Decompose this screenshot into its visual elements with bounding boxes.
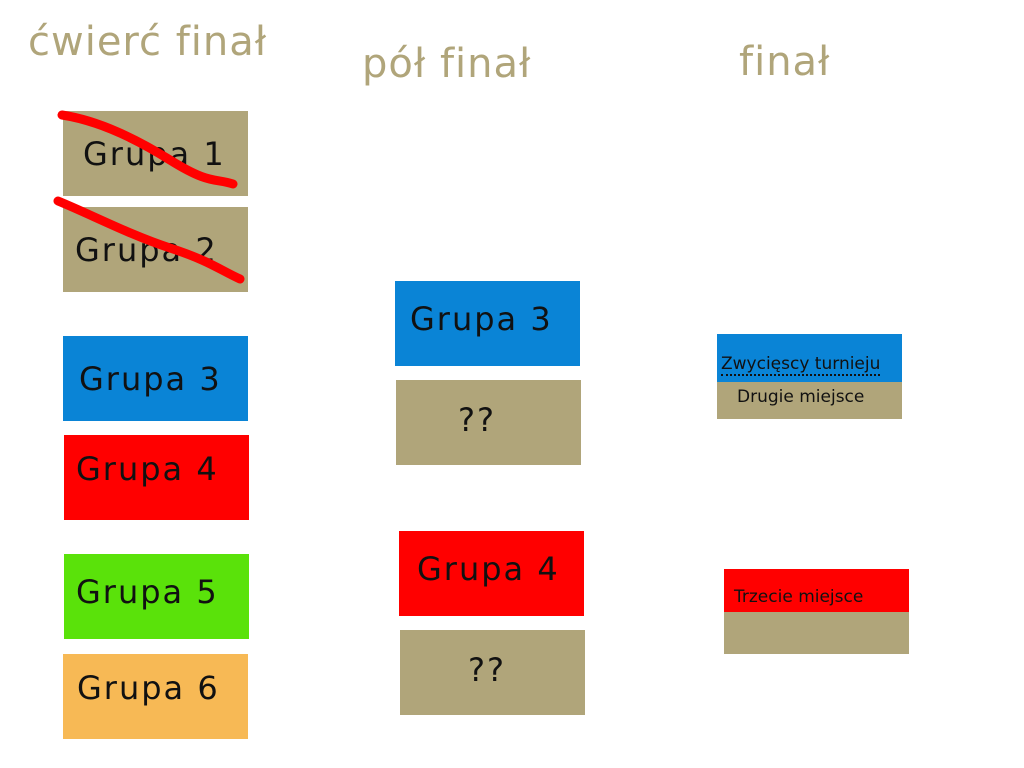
final-winner: Zwycięscy turnieju [717,334,902,382]
semi-slot-1: Grupa 3 [395,281,580,366]
third-place-header: Trzecie miejsce [724,569,909,612]
semi-slot-2-label: ?? [458,400,496,439]
quarter-group-6: Grupa 6 [63,654,248,739]
final-second-label: Drugie miejsce [737,386,865,407]
heading-quarter-final: ćwierć finał [28,19,268,65]
semi-slot-4-label: ?? [468,650,506,689]
semi-slot-3: Grupa 4 [399,531,584,616]
quarter-group-4: Grupa 4 [64,435,249,520]
quarter-group-4-label: Grupa 4 [76,450,219,488]
third-place-label: Trzecie miejsce [734,586,864,607]
final-winner-label: Zwycięscy turnieju [721,353,881,376]
quarter-group-3: Grupa 3 [63,336,248,421]
semi-slot-3-label: Grupa 4 [417,550,560,589]
quarter-group-2: Grupa 2 [63,207,248,292]
semi-slot-4: ?? [400,630,585,715]
heading-semi-final: pół finał [362,41,532,87]
quarter-group-5: Grupa 5 [64,554,249,639]
quarter-group-1: Grupa 1 [63,111,248,196]
heading-final: finał [739,39,831,85]
quarter-group-2-label: Grupa 2 [75,230,218,269]
quarter-group-6-label: Grupa 6 [77,669,220,707]
semi-slot-1-label: Grupa 3 [410,300,553,339]
third-place-slot [724,612,909,654]
final-second: Drugie miejsce [717,382,902,419]
quarter-group-5-label: Grupa 5 [76,573,219,612]
semi-slot-2: ?? [396,380,581,465]
quarter-group-3-label: Grupa 3 [79,359,222,398]
quarter-group-1-label: Grupa 1 [83,134,226,173]
